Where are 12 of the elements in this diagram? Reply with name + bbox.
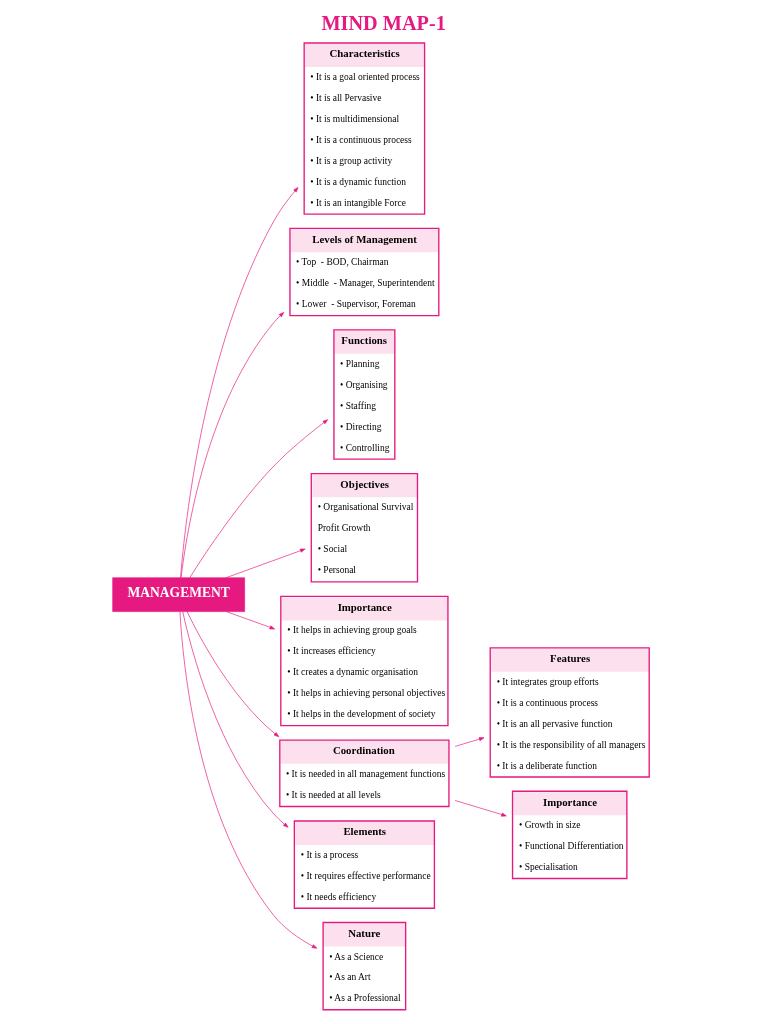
diagram-title: MIND MAP-1 bbox=[321, 11, 446, 34]
arrow bbox=[179, 610, 318, 949]
arrow bbox=[189, 418, 329, 578]
node-box: MANAGEMENT bbox=[112, 576, 245, 612]
arrow bbox=[180, 311, 285, 578]
arrow bbox=[454, 799, 507, 816]
arrow bbox=[180, 186, 299, 578]
arrow bbox=[186, 610, 280, 737]
arrow bbox=[226, 610, 275, 629]
arrow bbox=[454, 736, 485, 747]
arrow bbox=[182, 611, 289, 828]
arrow bbox=[225, 548, 306, 578]
